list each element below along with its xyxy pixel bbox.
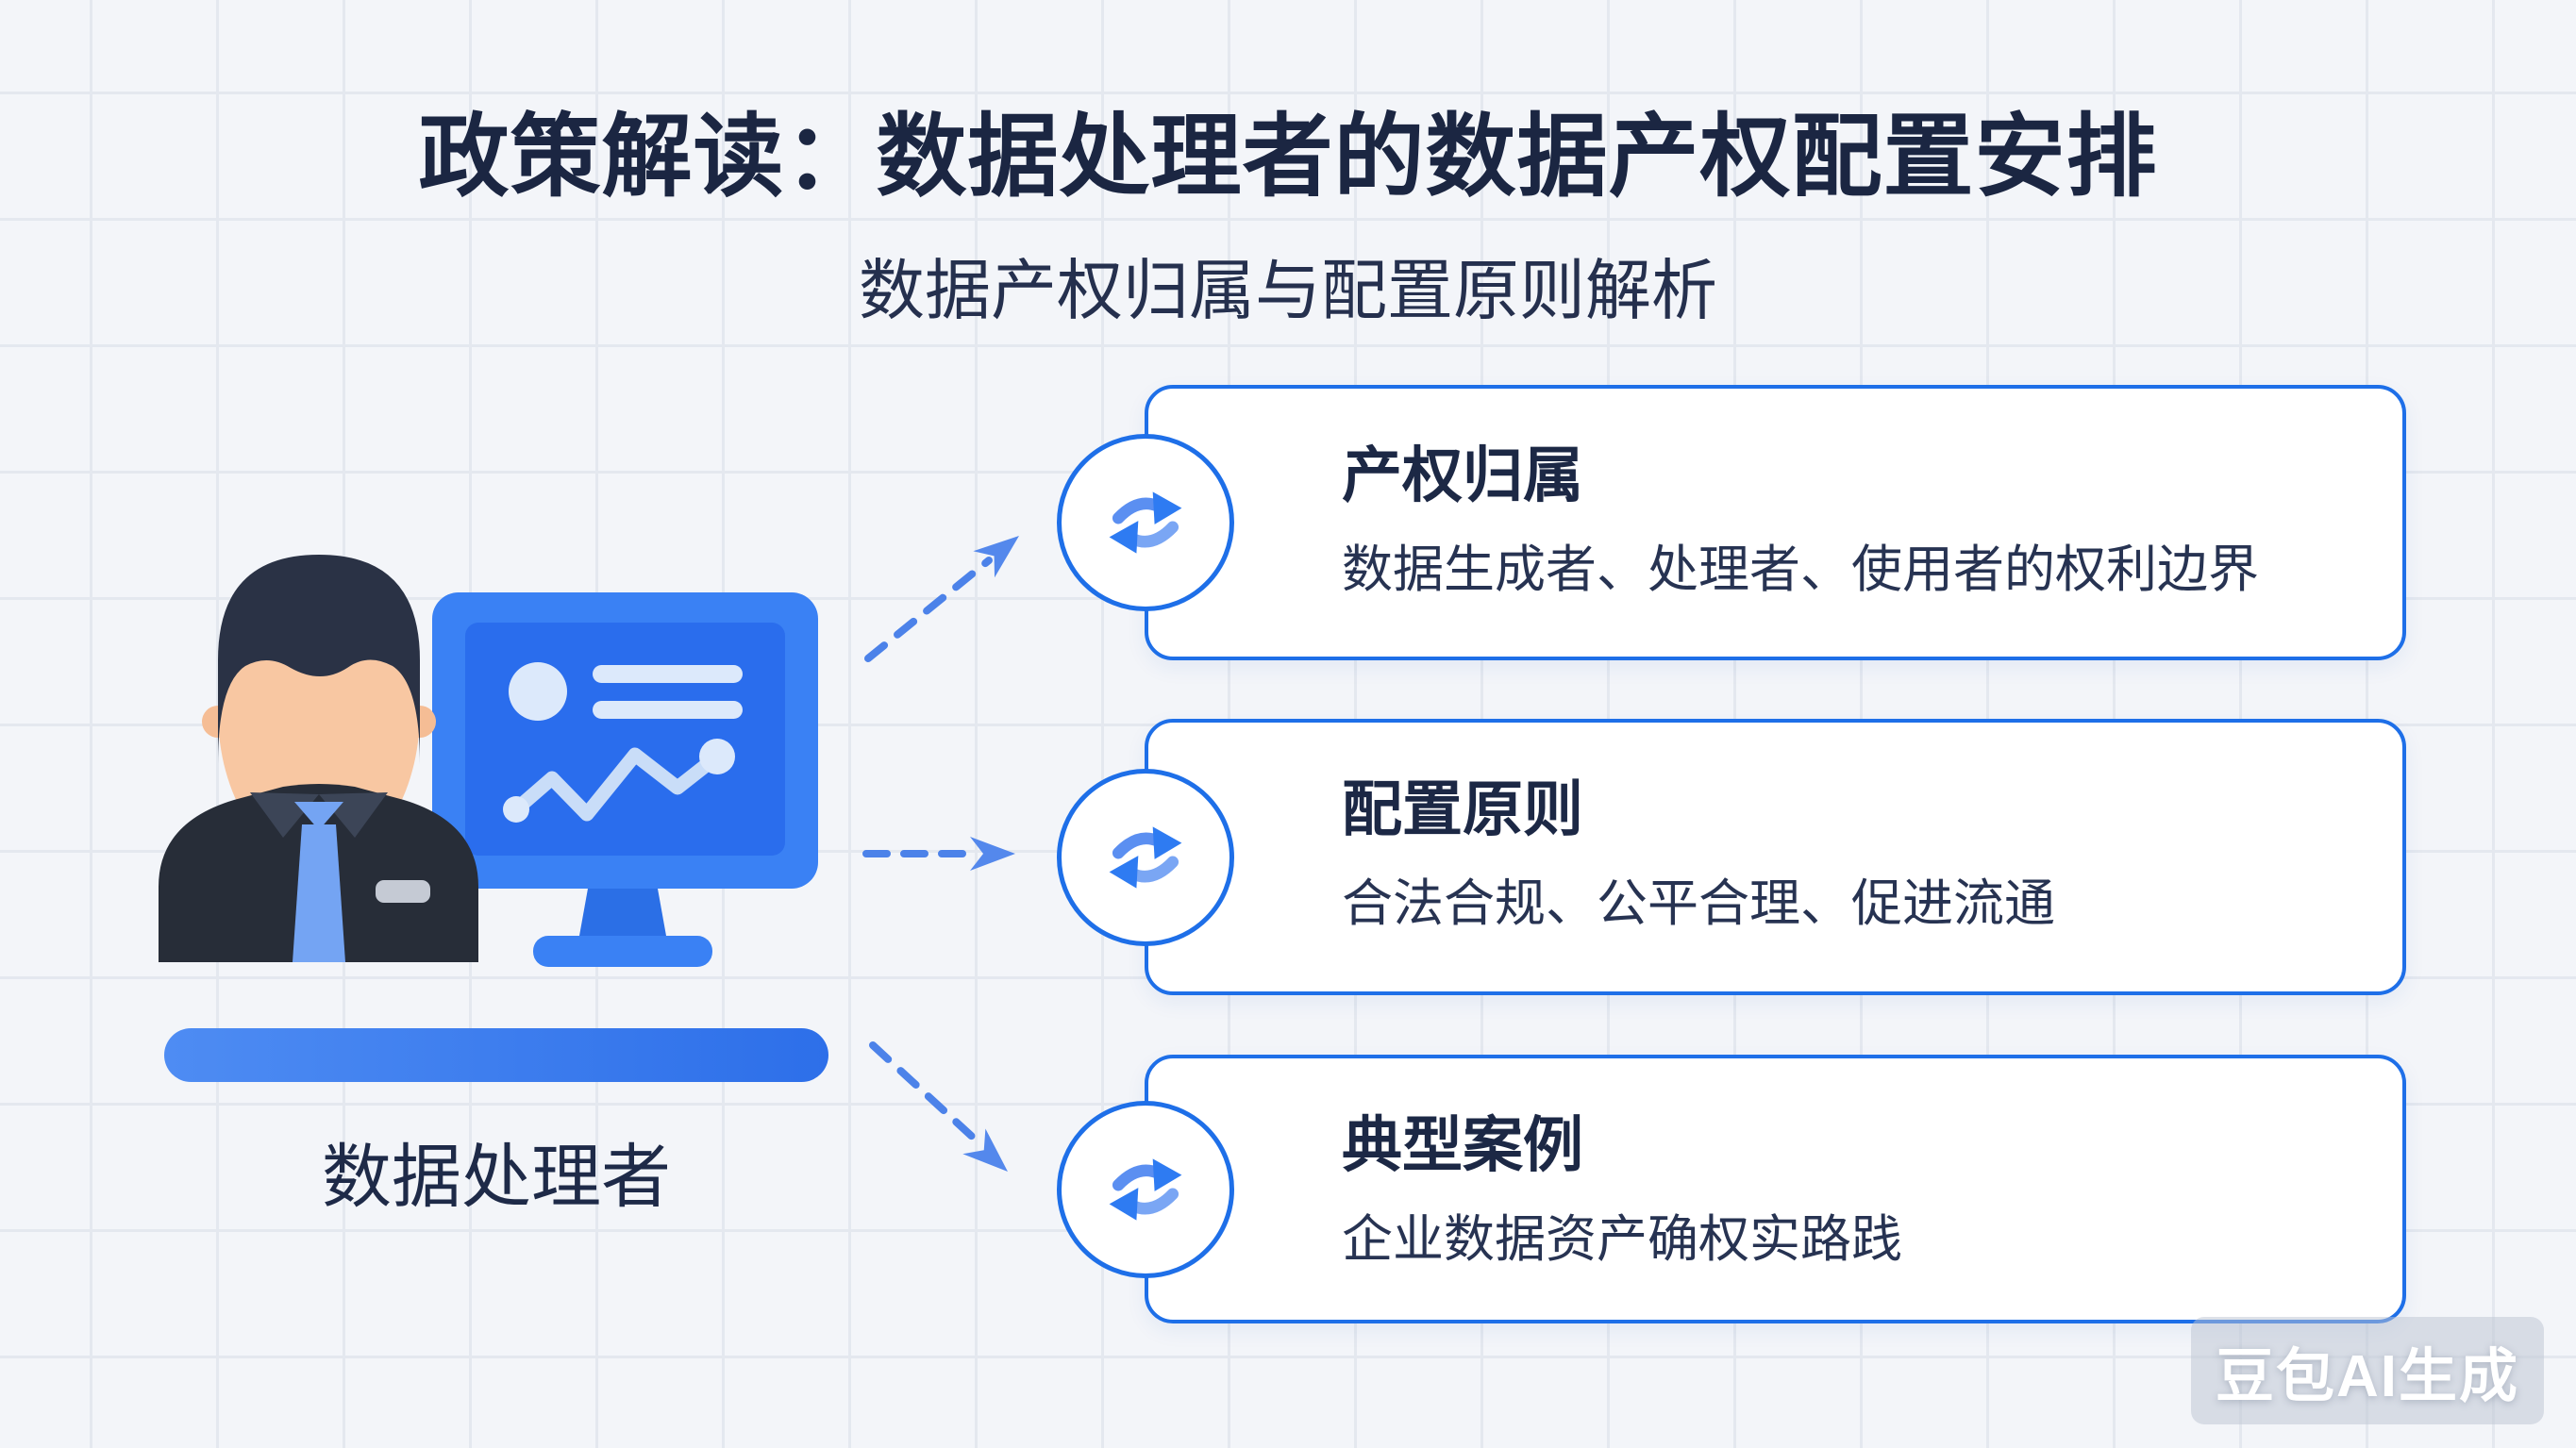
connector-arrows — [862, 536, 1019, 1172]
card-title: 典型案例 — [1342, 1111, 1583, 1179]
sync-icon-badge — [1057, 434, 1234, 611]
card-description: 合法合规、公平合理、促进流通 — [1342, 874, 2055, 932]
sync-icon-badge — [1057, 1100, 1234, 1278]
dashed-arrow-top — [864, 536, 1019, 662]
page-title: 政策解读：数据处理者的数据产权配置安排 — [418, 107, 2158, 208]
card-typical-cases: 典型案例 企业数据资产确权实路践 — [1057, 1055, 2406, 1323]
sync-icon — [1109, 1157, 1182, 1221]
dashed-arrow-middle — [862, 837, 1015, 871]
sync-icon — [1109, 825, 1182, 889]
card-description: 数据生成者、处理者、使用者的权利边界 — [1342, 541, 2259, 598]
person-icon — [159, 555, 478, 962]
data-processor-illustration — [159, 555, 818, 967]
monitor-icon — [432, 592, 818, 967]
watermark: 豆包AI生成 — [2191, 1317, 2545, 1424]
page-subtitle: 数据产权归属与配置原则解析 — [859, 254, 1717, 327]
card-title: 配置原则 — [1342, 775, 1583, 843]
dashed-arrow-bottom — [869, 1041, 1008, 1172]
card-title: 产权归属 — [1342, 441, 1583, 509]
card-configuration-principles: 配置原则 合法合规、公平合理、促进流通 — [1057, 719, 2406, 995]
sync-icon-badge — [1057, 768, 1234, 946]
processor-bar — [164, 1028, 828, 1082]
card-property-ownership: 产权归属 数据生成者、处理者、使用者的权利边界 — [1057, 385, 2406, 660]
processor-label: 数据处理者 — [322, 1138, 671, 1216]
sync-icon — [1109, 491, 1182, 554]
card-description: 企业数据资产确权实路践 — [1342, 1210, 1902, 1268]
